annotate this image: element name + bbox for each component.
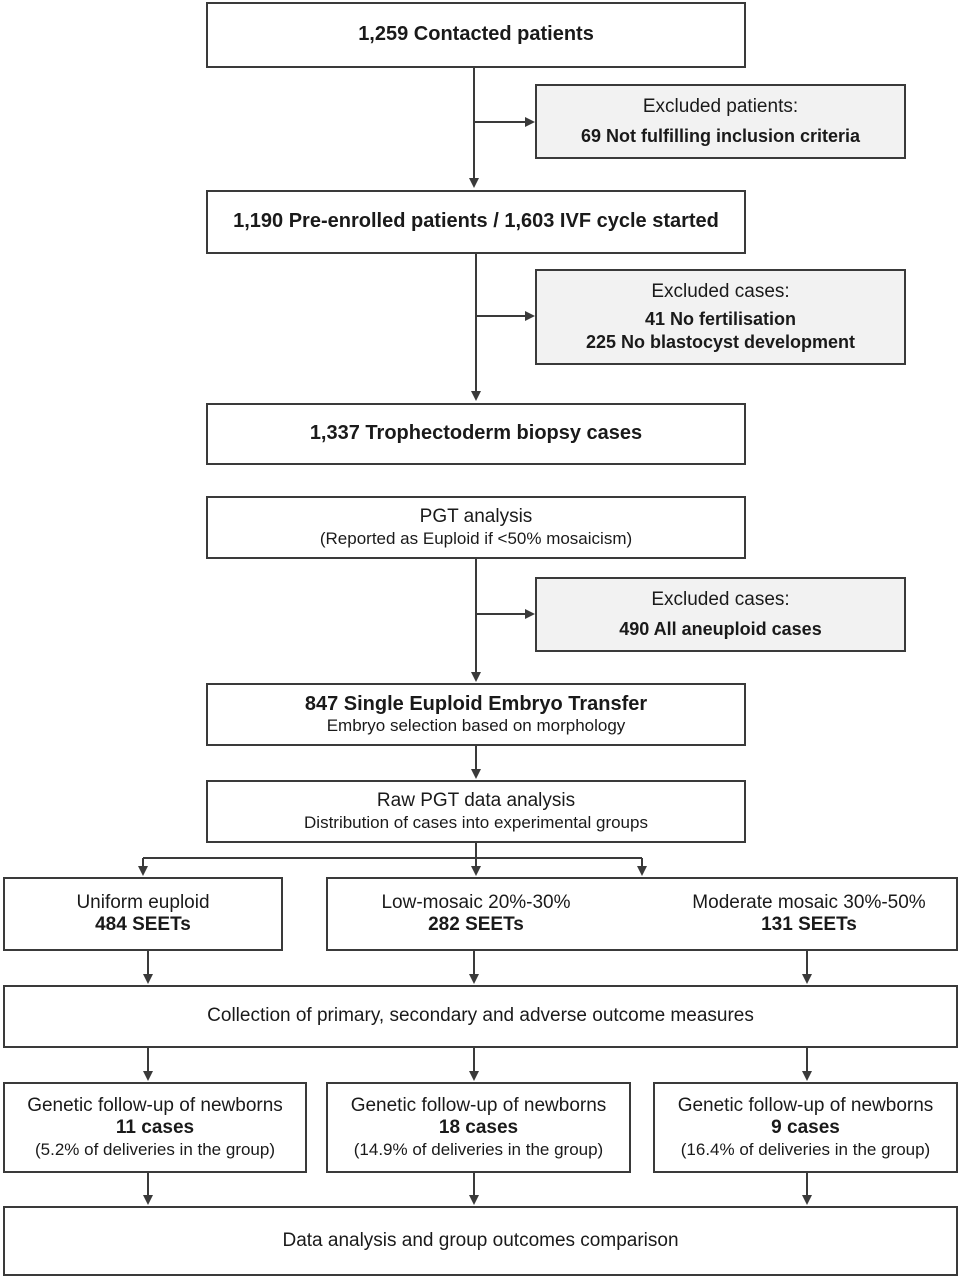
followup-low-mosaic-title: Genetic follow-up of newborns (350, 1095, 607, 1117)
excluded-patients-box: Excluded patients: 69 Not fulfilling inc… (535, 84, 906, 159)
group-low-mosaic-count: 282 SEETs (428, 914, 524, 935)
contacted-patients-label: 1,259 Contacted patients (358, 23, 594, 46)
followup-low-mosaic-cases: 18 cases (438, 1117, 519, 1139)
seet-title: 847 Single Euploid Embryo Transfer (304, 692, 648, 715)
seet-box: 847 Single Euploid Embryo Transfer Embry… (206, 683, 746, 746)
group-mosaic-box: Low-mosaic 20%-30% 282 SEETs Moderate mo… (326, 877, 958, 951)
biopsy-label: 1,337 Trophectoderm biopsy cases (309, 422, 643, 445)
followup-moderate-mosaic-pct: (16.4% of deliveries in the group) (680, 1139, 931, 1159)
group-uniform-euploid-name: Uniform euploid (76, 891, 210, 913)
followup-uniform-box: Genetic follow-up of newborns 11 cases (… (3, 1082, 307, 1173)
pre-enrolled-box: 1,190 Pre-enrolled patients / 1,603 IVF … (206, 190, 746, 254)
group-low-mosaic-name: Low-mosaic 20%-30% (381, 891, 571, 913)
excluded-cases-2-box: Excluded cases: 490 All aneuploid cases (535, 577, 906, 652)
raw-pgt-subtitle: Distribution of cases into experimental … (304, 812, 648, 832)
seet-subtitle: Embryo selection based on morphology (326, 716, 626, 736)
excluded-cases-1-title: Excluded cases: (651, 281, 790, 303)
followup-low-mosaic-pct: (14.9% of deliveries in the group) (353, 1139, 604, 1159)
raw-pgt-title: Raw PGT data analysis (376, 790, 576, 812)
biopsy-box: 1,337 Trophectoderm biopsy cases (206, 403, 746, 465)
group-low-mosaic: Low-mosaic 20%-30% 282 SEETs (328, 879, 624, 949)
followup-uniform-cases: 11 cases (115, 1117, 195, 1139)
group-moderate-mosaic: Moderate mosaic 30%-50% 131 SEETs (664, 879, 954, 949)
followup-moderate-mosaic-title: Genetic follow-up of newborns (677, 1095, 934, 1117)
pgt-analysis-note: (Reported as Euploid if <50% mosaicism) (319, 528, 633, 548)
final-analysis-box: Data analysis and group outcomes compari… (3, 1206, 958, 1276)
excluded-patients-reason: 69 Not fulfilling inclusion criteria (580, 126, 861, 147)
followup-uniform-title: Genetic follow-up of newborns (27, 1095, 283, 1117)
pgt-analysis-title: PGT analysis (419, 506, 533, 528)
final-analysis-label: Data analysis and group outcomes compari… (282, 1229, 679, 1251)
pre-enrolled-label: 1,190 Pre-enrolled patients / 1,603 IVF … (233, 210, 719, 233)
excluded-patients-title: Excluded patients: (642, 95, 799, 117)
excluded-cases-2-reason: 490 All aneuploid cases (619, 619, 822, 640)
followup-low-mosaic-box: Genetic follow-up of newborns 18 cases (… (326, 1082, 631, 1173)
pgt-analysis-box: PGT analysis (Reported as Euploid if <50… (206, 496, 746, 559)
group-uniform-euploid-count: 484 SEETs (95, 914, 191, 935)
collection-box: Collection of primary, secondary and adv… (3, 985, 958, 1048)
followup-moderate-mosaic-cases: 9 cases (771, 1117, 840, 1139)
followup-uniform-pct: (5.2% of deliveries in the group) (34, 1139, 276, 1159)
excluded-cases-1-line2: 225 No blastocyst development (585, 331, 856, 352)
group-uniform-euploid-box: Uniform euploid 484 SEETs (3, 877, 283, 951)
contacted-patients-box: 1,259 Contacted patients (206, 2, 746, 68)
group-moderate-mosaic-name: Moderate mosaic 30%-50% (692, 891, 926, 913)
excluded-cases-2-title: Excluded cases: (651, 588, 790, 610)
followup-moderate-mosaic-box: Genetic follow-up of newborns 9 cases (1… (653, 1082, 958, 1173)
excluded-cases-1-box: Excluded cases: 41 No fertilisation 225 … (535, 269, 906, 365)
excluded-cases-1-line1: 41 No fertilisation (644, 309, 797, 330)
group-moderate-mosaic-count: 131 SEETs (761, 914, 857, 935)
raw-pgt-box: Raw PGT data analysis Distribution of ca… (206, 780, 746, 843)
collection-label: Collection of primary, secondary and adv… (207, 1005, 754, 1027)
